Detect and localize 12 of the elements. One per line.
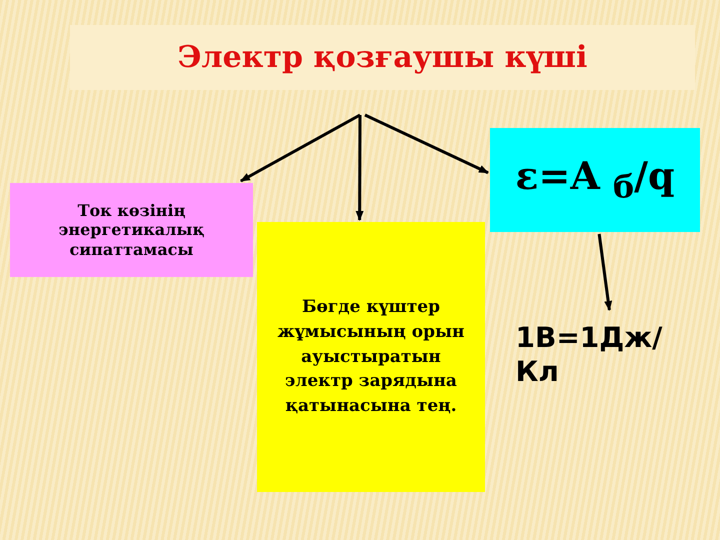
node-text: Бөгде күштер жұмысының орын ауыстыратын электр зарядына қатынасына тең. (276, 296, 466, 418)
formula-box (490, 128, 700, 232)
node-text: ε=A $_{б}$/q (515, 153, 675, 207)
arrow (240, 114, 361, 182)
process-box (10, 183, 253, 277)
node-text: Ток көзінің энергетикалық сипаттамасы (58, 201, 206, 259)
node-text: 1В=1Дж/Кл (516, 321, 664, 389)
process-box (257, 222, 485, 492)
arrow (598, 234, 612, 311)
title: Электр қозғаушы күші (178, 40, 588, 75)
arrow (356, 115, 364, 221)
arrow (364, 114, 489, 174)
